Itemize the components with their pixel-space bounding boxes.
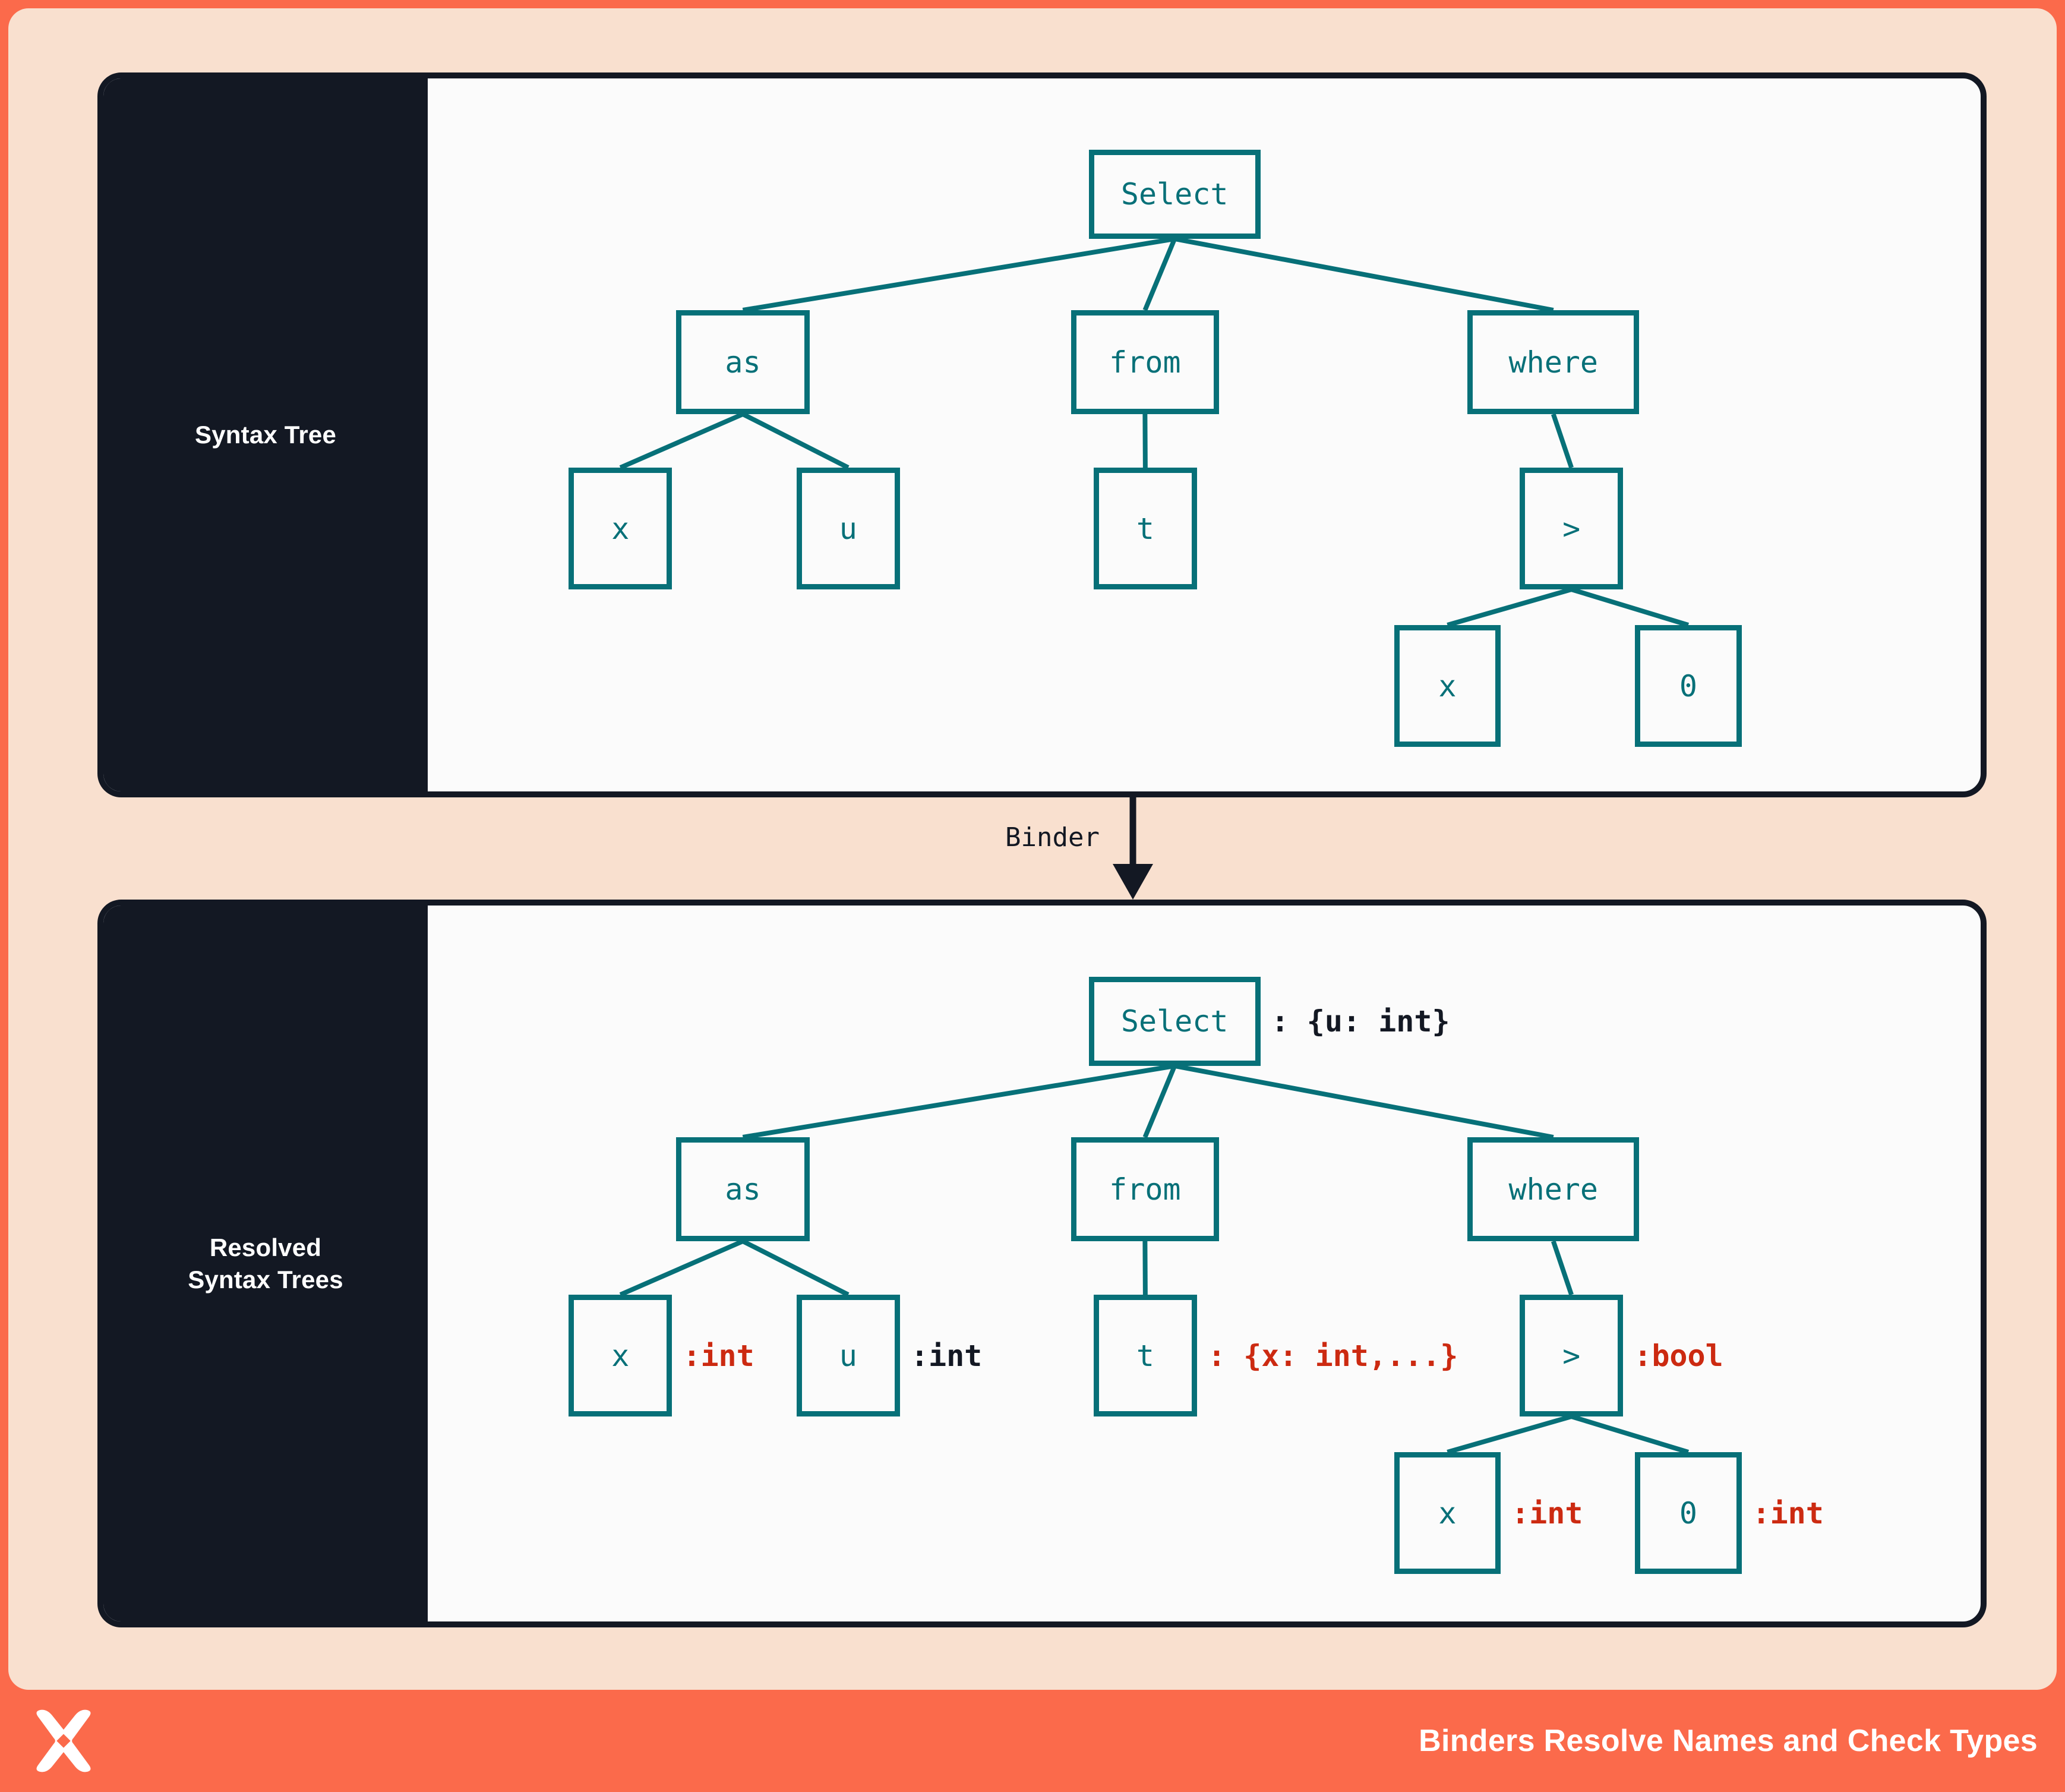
tree-edge — [741, 412, 850, 470]
tree-node-u[interactable]: u — [796, 468, 900, 589]
tree-node-label: from — [1109, 345, 1181, 380]
tree-edge — [1570, 587, 1690, 627]
tree-node-t[interactable]: t — [1093, 1295, 1198, 1416]
tree-edge — [741, 1239, 850, 1297]
tree-edge — [742, 236, 1175, 313]
tree-node-x1[interactable]: x — [569, 1295, 672, 1416]
tree-edge — [1551, 1240, 1574, 1296]
tree-node-label: x — [611, 511, 630, 546]
tree-node-label: u — [839, 511, 857, 546]
tree-node-gt[interactable]: > — [1519, 468, 1624, 589]
tree-node-label: from — [1109, 1172, 1181, 1207]
tree-node-label: > — [1562, 511, 1581, 546]
tree-edge — [1447, 1414, 1573, 1455]
tree-edge — [1142, 1065, 1177, 1138]
tree-node-as[interactable]: as — [676, 310, 810, 414]
tree-node-x2[interactable]: x — [1394, 625, 1501, 747]
tree-node-u[interactable]: u — [796, 1295, 900, 1416]
tree-edge — [1174, 1064, 1554, 1140]
tree-node-x1[interactable]: x — [569, 468, 672, 589]
tree-node-zero[interactable]: 0 — [1635, 625, 1742, 747]
tree-node-annotation-zero: :int — [1752, 1496, 1824, 1531]
tree-node-label: 0 — [1679, 668, 1697, 703]
tree-edge — [1570, 1414, 1690, 1455]
binder-label: Binder — [1005, 822, 1100, 853]
tree-node-as[interactable]: as — [676, 1137, 810, 1241]
tree-node-x2[interactable]: x — [1394, 1452, 1501, 1574]
resolved-sidebar-label-line2: Syntax Trees — [188, 1265, 343, 1293]
tree-node-annotation-u: :int — [910, 1338, 983, 1373]
tree-node-zero[interactable]: 0 — [1635, 1452, 1742, 1574]
syntax-tree-stage: Select as from where x u t > x 0 — [428, 78, 1981, 791]
tree-node-annotation-gt: :bool — [1634, 1338, 1723, 1373]
tree-node-where[interactable]: where — [1467, 310, 1640, 414]
tree-node-select[interactable]: Select — [1088, 977, 1261, 1066]
tree-node-from[interactable]: from — [1071, 310, 1219, 414]
tree-node-annotation-x2: :int — [1511, 1496, 1583, 1531]
tree-node-label: 0 — [1679, 1496, 1697, 1531]
poster-canvas: Syntax Tree Select as from where x u t > x 0 Bind… — [8, 8, 2057, 1690]
tree-node-label: x — [611, 1338, 630, 1373]
tree-edge — [619, 412, 744, 470]
binder-connector: Binder — [97, 797, 1987, 900]
footer-caption: Binders Resolve Names and Check Types — [1419, 1724, 2038, 1758]
tree-node-label: > — [1562, 1338, 1581, 1373]
resolved-syntax-trees-stage: Select : {u: int} as from where x :int u :int t : … — [428, 906, 1981, 1621]
tree-node-label: u — [839, 1338, 857, 1373]
syntax-tree-panel: Syntax Tree Select as from where x u t > x 0 — [97, 72, 1987, 797]
syntax-tree-sidebar-label: Syntax Tree — [195, 421, 336, 449]
tree-node-label: Select — [1120, 1004, 1229, 1039]
syntax-tree-sidebar: Syntax Tree — [103, 78, 428, 791]
tree-edge — [1174, 236, 1554, 313]
tree-edge — [1447, 587, 1573, 627]
footer-bar: Binders Resolve Names and Check Types — [0, 1690, 2065, 1792]
tree-node-label: x — [1438, 1496, 1457, 1531]
tree-node-label: x — [1438, 668, 1457, 703]
x-logo-icon — [36, 1709, 91, 1772]
tree-node-annotation-t: : {x: int,...} — [1207, 1338, 1458, 1373]
tree-node-from[interactable]: from — [1071, 1137, 1219, 1241]
resolved-sidebar-label-line1: Resolved — [209, 1233, 322, 1261]
tree-node-select[interactable]: Select — [1088, 150, 1261, 239]
tree-node-label: t — [1136, 1338, 1154, 1373]
resolved-syntax-trees-sidebar: Resolved Syntax Trees — [103, 906, 428, 1621]
tree-node-label: t — [1136, 511, 1154, 546]
tree-node-label: Select — [1120, 177, 1229, 212]
tree-edge — [619, 1239, 744, 1297]
tree-edge — [1142, 238, 1177, 311]
binder-arrow-icon — [1113, 797, 1153, 900]
tree-edge — [1551, 413, 1574, 469]
tree-node-label: as — [725, 1172, 761, 1207]
tree-node-label: where — [1508, 345, 1598, 380]
tree-node-t[interactable]: t — [1093, 468, 1198, 589]
resolved-syntax-trees-edges — [619, 1064, 1690, 1455]
resolved-syntax-trees-panel: Resolved Syntax Trees Select : {u: int} as… — [97, 900, 1987, 1627]
tree-node-gt[interactable]: > — [1519, 1295, 1624, 1416]
syntax-tree-edges — [619, 236, 1690, 627]
tree-node-annotation-x1: :int — [683, 1338, 754, 1373]
tree-node-label: as — [725, 345, 761, 380]
tree-node-annotation-select: : {u: int} — [1271, 1004, 1450, 1039]
tree-node-where[interactable]: where — [1467, 1137, 1640, 1241]
tree-node-label: where — [1508, 1172, 1598, 1207]
tree-edge — [742, 1064, 1175, 1140]
